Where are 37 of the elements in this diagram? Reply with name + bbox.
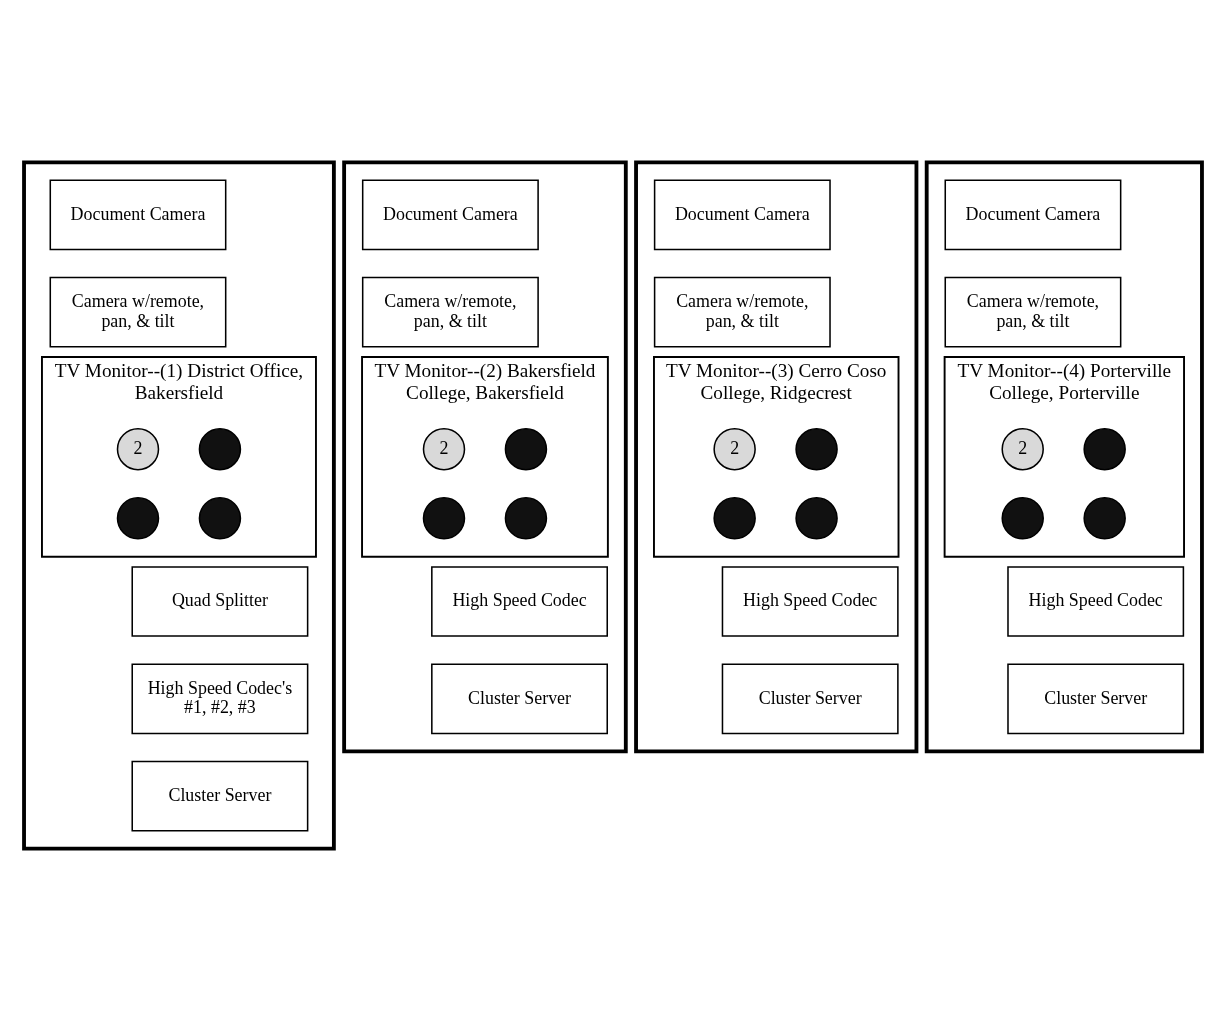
node-circle [198,497,242,540]
node-circle [198,427,242,471]
node-box: High Speed Codec [721,566,899,637]
node-circle: 2 [713,427,756,471]
node-circle [422,497,466,540]
node-box: Document Camera [49,179,227,251]
cluster [342,160,628,754]
node-circle: 2 [1001,427,1044,471]
cluster [924,160,1204,754]
node-circle [795,427,838,471]
node-circle [504,427,548,471]
node-box: Document Camera [361,179,539,251]
node-circle [1083,497,1126,540]
node-circle [1083,427,1126,471]
node-circle [795,497,838,540]
node-circle: 2 [116,427,160,471]
node-box: Cluster Server [721,663,899,735]
node-box: Camera w/remote, pan, & tilt [361,276,539,348]
node-box: Camera w/remote, pan, & tilt [653,276,831,348]
node-box: Cluster Server [131,760,309,832]
node-circle [116,497,160,540]
node-box: High Speed Codec [1007,566,1185,637]
node-box: Quad Splitter [131,566,309,637]
node-circle [504,497,548,540]
cluster [22,160,336,851]
node-box: Document Camera [944,179,1122,251]
node-box: Cluster Server [431,663,608,735]
node-box: High Speed Codec's #1, #2, #3 [131,663,309,735]
node-circle: 2 [422,427,466,471]
node-box: High Speed Codec [431,566,608,637]
node-box: Camera w/remote, pan, & tilt [944,276,1122,348]
cluster [634,160,919,754]
node-circle [1001,497,1044,540]
node-box: Document Camera [653,179,831,251]
node-box: Camera w/remote, pan, & tilt [49,276,227,348]
node-circle [713,497,756,540]
node-box: Cluster Server [1007,663,1185,735]
